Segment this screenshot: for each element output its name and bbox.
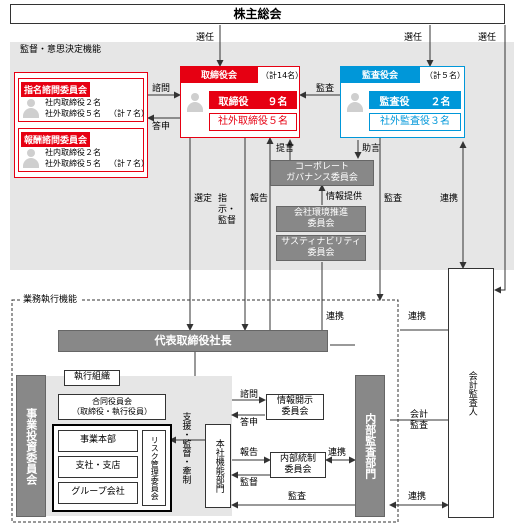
board-line2: 社外取締役５名 (209, 113, 297, 131)
person-icon (23, 149, 39, 169)
nomination-total: （計７名） (109, 109, 149, 118)
environment-committee: 会社環境推進 委員会 (276, 206, 366, 232)
board-total: （計14名） (261, 71, 304, 80)
label-audit1: 監査 (316, 84, 335, 94)
label-report-ans2: 答申 (240, 418, 259, 428)
branch: 支社・支店 (58, 456, 138, 478)
internal-audit-dept: 内部監査部門 (355, 375, 385, 517)
accounting-auditor: 会計監査人 (448, 268, 494, 518)
audit-board: 監査役会 （計５名） 監査役 ２名 社外監査役３名 (340, 66, 465, 138)
audit-line1: 監査役 ２名 (369, 91, 461, 109)
label-coop1: 連携 (440, 194, 459, 204)
nomination-line2: 社外取締役５名 (45, 109, 101, 118)
label-elect3: 選任 (478, 33, 497, 43)
nomination-tag: 指名諮問委員会 (21, 82, 91, 97)
label-audit3: 監督 (240, 478, 259, 488)
risk-committee-label: リスク管理委員会 (150, 436, 160, 500)
sustainability-committee: サスティナビリティ 委員会 (276, 235, 366, 261)
label-direct: 指示・監督 (218, 194, 237, 226)
person-icon (23, 99, 39, 119)
business-hq: 事業本部 (58, 430, 138, 452)
label-coop5: 連携 (408, 492, 427, 502)
board-of-directors: 取締役会 （計14名） 取締役 ９名 社外取締役５名 (180, 66, 304, 138)
label-audit4: 監査 (288, 492, 307, 502)
label-proposal: 提言 (276, 144, 295, 154)
nomination-committee: 指名諮問委員会 社内取締役２名 社外取締役５名 （計７名） (18, 78, 149, 122)
compensation-line1: 社内取締役２名 (45, 148, 101, 157)
label-audit2: 監査 (384, 194, 403, 204)
compensation-line2: 社外取締役５名 (45, 159, 101, 168)
hq-function-label: 本社機能部門 (213, 439, 224, 493)
governance-committee: コーポレート ガバナンス委員会 (270, 160, 374, 186)
label-info: 情報提供 (326, 192, 363, 202)
internal-control-committee: 内部統制 委員会 (270, 452, 326, 478)
internal-audit-label: 内部監査部門 (363, 413, 377, 479)
label-support: 支援・監督・牽制 (180, 412, 191, 484)
audit-line2: 社外監査役３名 (369, 113, 461, 131)
risk-committee: リスク管理委員会 (142, 430, 166, 506)
execution-label: 業務執行機能 (20, 295, 81, 306)
compensation-committee: 報酬諮問委員会 社内取締役２名 社外取締役５名 （計７名） (18, 128, 149, 172)
audit-tag: 監査役会 (340, 66, 420, 83)
joint-officers-meeting: 合同役員会 （取締役・執行役員） (58, 394, 166, 420)
exec-org-tag: 執行組織 (64, 370, 120, 386)
group-company: グループ会社 (58, 482, 138, 504)
disclosure-committee: 情報開示 委員会 (266, 394, 324, 420)
audit-total: （計５名） (425, 71, 465, 80)
person-icon (347, 93, 363, 113)
label-report-ans: 答申 (152, 122, 171, 132)
label-consult: 諮問 (152, 84, 171, 94)
ceo: 代表取締役社長 (58, 330, 328, 352)
label-coop3: 連携 (408, 312, 427, 322)
label-report1: 報告 (250, 194, 269, 204)
label-coop2: 連携 (326, 312, 345, 322)
label-select: 選定 (194, 194, 213, 204)
label-report2: 報告 (240, 448, 259, 458)
hq-function: 本社機能部門 (205, 424, 231, 508)
accounting-auditor-label: 会計監査人 (466, 370, 477, 416)
board-line1-count: ９名 (267, 96, 288, 108)
supervision-label: 監督・意思決定機能 (20, 45, 102, 55)
board-line1-label: 取締役 (218, 96, 249, 108)
investment-label: 事業投資委員会 (24, 407, 38, 485)
board-tag: 取締役会 (180, 66, 258, 83)
audit-line1-label: 監査役 (379, 96, 410, 108)
investment-committee: 事業投資委員会 (16, 375, 46, 517)
label-coop4: 連携 (328, 448, 347, 458)
board-line1: 取締役 ９名 (209, 91, 297, 109)
label-elect1: 選任 (196, 33, 215, 43)
compensation-tag: 報酬諮問委員会 (21, 132, 91, 147)
label-consult2: 諮問 (240, 390, 259, 400)
nomination-line1: 社内取締役２名 (45, 98, 101, 107)
label-advice: 助言 (362, 144, 381, 154)
shareholders-meeting: 株主総会 (10, 4, 505, 24)
label-acc-audit: 会計 監査 (410, 410, 429, 431)
person-icon (187, 93, 203, 113)
compensation-total: （計７名） (109, 159, 149, 168)
audit-line1-count: ２名 (430, 96, 451, 108)
label-elect2: 選任 (404, 33, 423, 43)
